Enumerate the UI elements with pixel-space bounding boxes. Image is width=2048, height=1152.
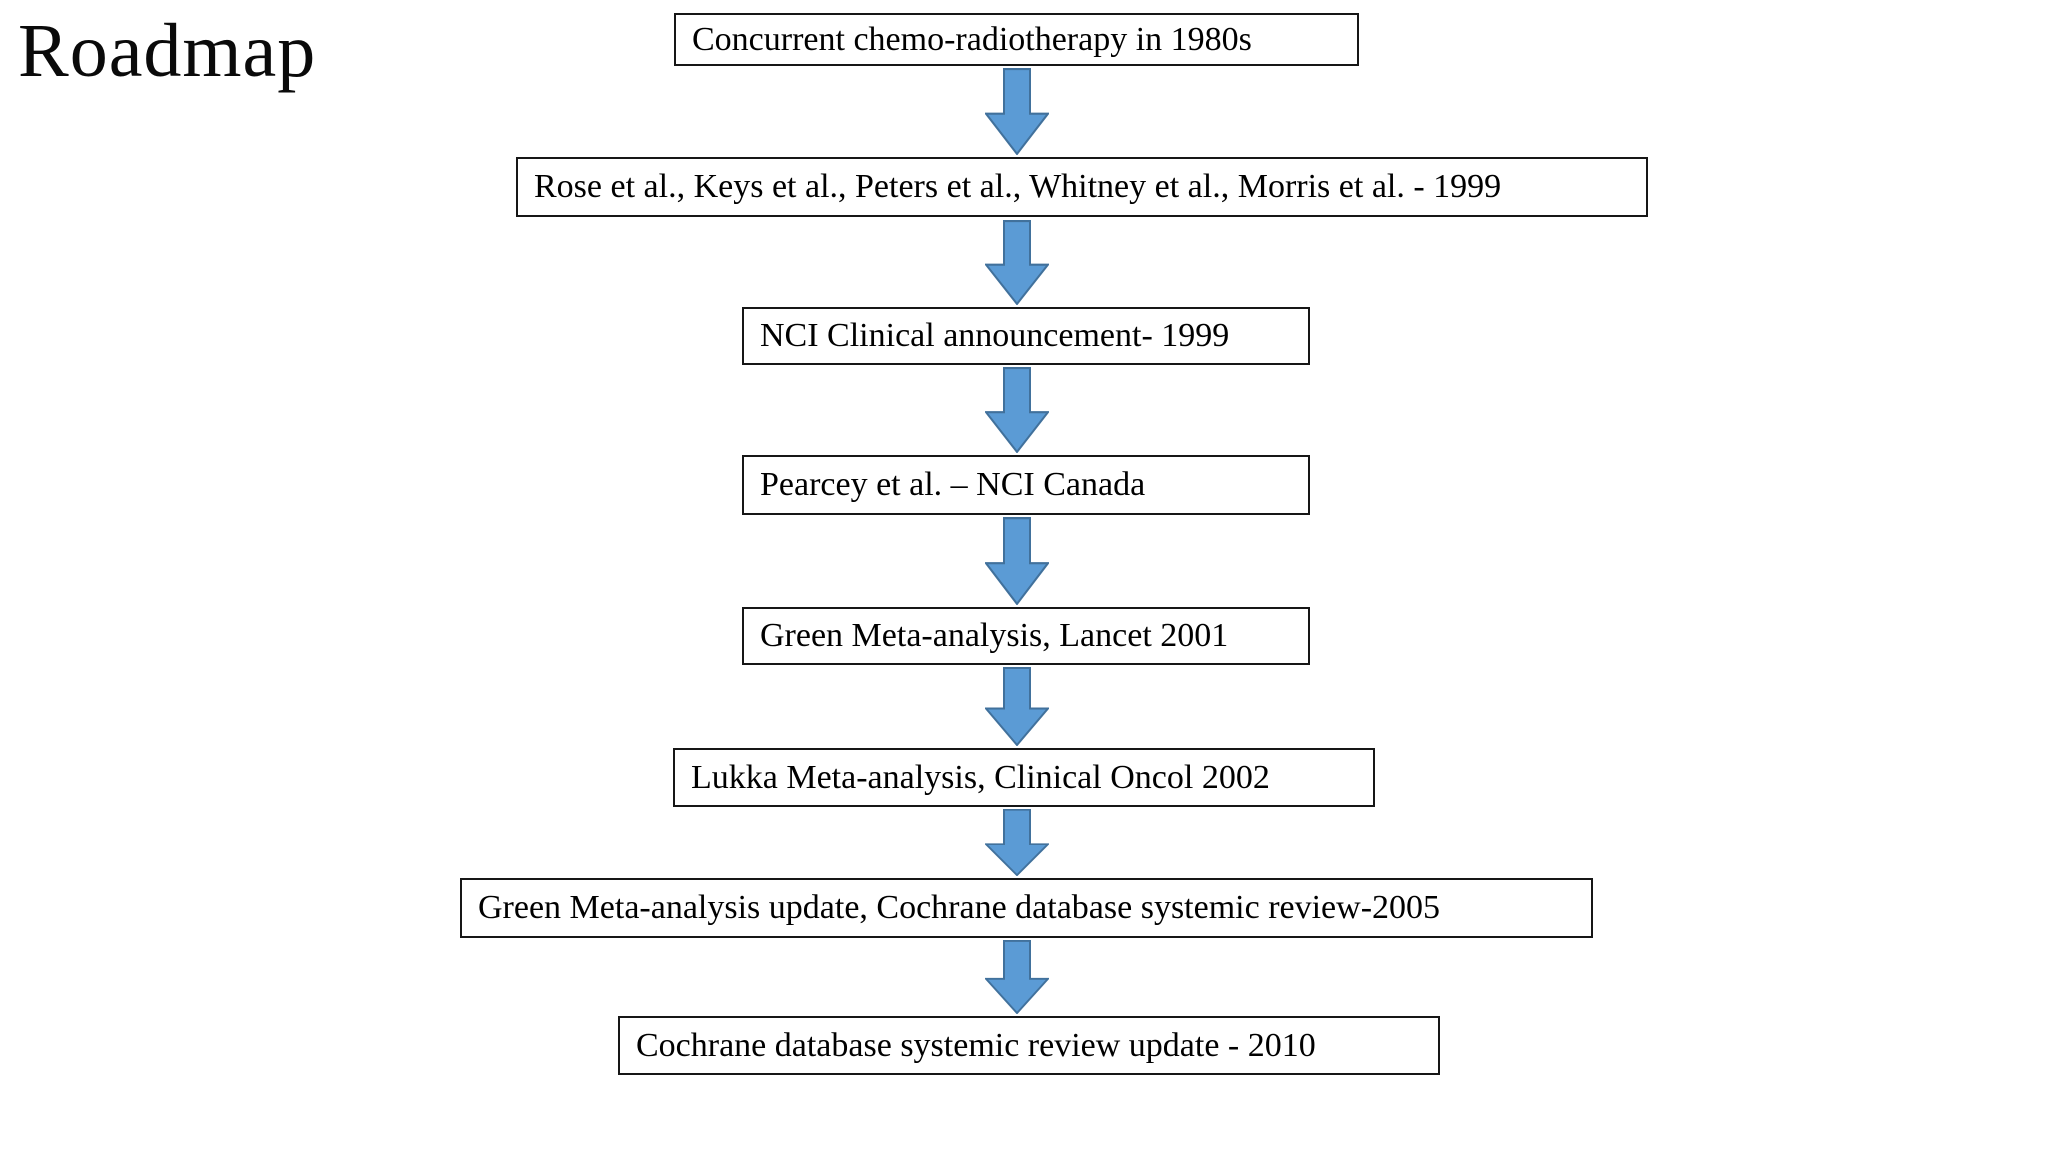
flow-box-green-meta-analysis-update: Green Meta-analysis update, Cochrane dat…: [460, 878, 1593, 938]
down-arrow-icon: [985, 667, 1049, 746]
flow-box-label: Rose et al., Keys et al., Peters et al.,…: [534, 168, 1502, 206]
flow-box-cochrane-review-update: Cochrane database systemic review update…: [618, 1016, 1440, 1075]
flow-box-label: NCI Clinical announcement- 1999: [760, 317, 1230, 355]
flow-box-nci-clinical-announcement: NCI Clinical announcement- 1999: [742, 307, 1310, 365]
flow-box-label: Cochrane database systemic review update…: [636, 1026, 1316, 1064]
down-arrow-icon: [985, 367, 1049, 453]
flow-box-label: Green Meta-analysis, Lancet 2001: [760, 617, 1229, 655]
flow-box-rose-keys-peters-whitney-morris: Rose et al., Keys et al., Peters et al.,…: [516, 157, 1648, 217]
down-arrow-icon: [985, 68, 1049, 155]
down-arrow-icon: [985, 940, 1049, 1014]
down-arrow-icon: [985, 220, 1049, 305]
down-arrow-icon: [985, 809, 1049, 876]
flow-box-concurrent-chemo-radiotherapy: Concurrent chemo-radiotherapy in 1980s: [674, 13, 1359, 66]
flow-box-label: Pearcey et al. – NCI Canada: [760, 466, 1146, 504]
flow-box-label: Concurrent chemo-radiotherapy in 1980s: [692, 20, 1252, 58]
flow-box-pearcey-nci-canada: Pearcey et al. – NCI Canada: [742, 455, 1310, 515]
flow-box-green-meta-analysis-lancet: Green Meta-analysis, Lancet 2001: [742, 607, 1310, 665]
down-arrow-icon: [985, 517, 1049, 605]
flow-box-lukka-meta-analysis: Lukka Meta-analysis, Clinical Oncol 2002: [673, 748, 1375, 807]
flow-box-label: Lukka Meta-analysis, Clinical Oncol 2002: [691, 758, 1270, 796]
flow-box-label: Green Meta-analysis update, Cochrane dat…: [478, 889, 1441, 927]
slide-title: Roadmap: [18, 9, 317, 93]
